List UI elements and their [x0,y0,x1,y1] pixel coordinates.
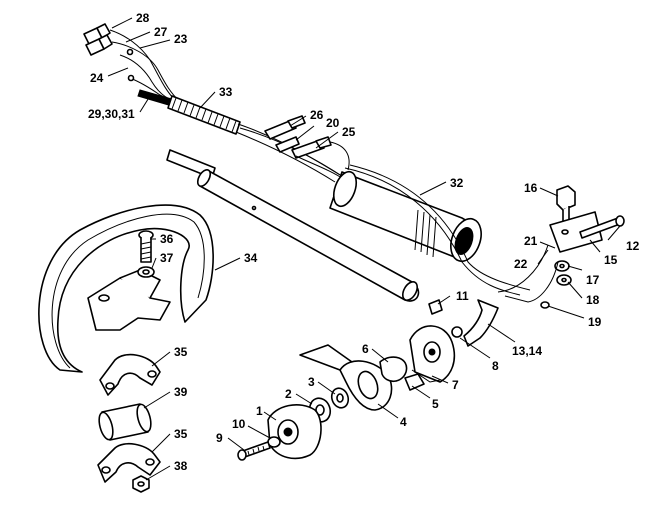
drive-tube-32 [329,164,531,296]
label-35-lower: 35 [174,427,188,441]
spring-5-icon [404,373,425,391]
screw-36-icon [138,230,154,263]
label-3: 3 [308,375,315,389]
nut-38-icon [132,475,150,493]
spring-6-icon [379,356,408,383]
label-6: 6 [362,342,369,356]
label-32: 32 [450,176,464,190]
bracket-15-icon [549,211,603,253]
throttle-trigger-4-icon [299,344,393,411]
label-39: 39 [174,385,188,399]
connector-28-icon [83,23,113,56]
cable-19-icon [497,244,559,309]
label-20: 20 [326,116,340,130]
screw-9-icon [237,441,271,461]
label-18: 18 [586,293,600,307]
label-8: 8 [492,359,499,373]
label-12: 12 [626,239,640,253]
label-2: 2 [285,387,292,401]
label-19: 19 [588,315,602,329]
clamp-35-lower-icon [97,442,161,483]
washer-37-icon [137,266,155,278]
spring-coil-33 [167,95,241,135]
label-15: 15 [604,253,618,267]
part-labels: 28 27 23 24 29,30,31 33 26 20 25 32 16 1… [88,11,640,473]
label-11: 11 [456,289,469,303]
clamp-35-upper-icon [99,353,161,396]
label-21: 21 [524,234,538,248]
label-13-14: 13,14 [512,344,542,358]
loop-handle-34 [38,204,214,373]
label-24: 24 [90,71,104,85]
bracket-13-14-icon [463,299,499,347]
grip-housing-1-icon [267,404,322,460]
washer-18-icon [556,274,572,286]
label-22: 22 [514,257,528,271]
cable-harness [83,23,350,183]
label-37: 37 [160,251,174,265]
label-23: 23 [174,32,188,46]
label-29-30-31: 29,30,31 [88,107,135,121]
sleeve-39-icon [98,403,152,441]
label-33: 33 [219,85,233,99]
label-5: 5 [432,397,439,411]
inner-shaft [166,149,420,302]
label-36: 36 [160,232,174,246]
label-9: 9 [216,431,223,445]
label-1: 1 [256,404,263,418]
label-16: 16 [524,181,538,195]
label-10: 10 [232,417,246,431]
switch-housing-7-icon [409,325,456,383]
label-25: 25 [342,125,356,139]
leader-lines [107,17,621,481]
label-17: 17 [586,273,600,287]
label-7: 7 [452,378,459,392]
nut-8-icon [451,326,463,338]
label-27: 27 [154,25,168,39]
label-38: 38 [174,459,188,473]
label-4: 4 [400,415,407,429]
label-28: 28 [136,11,150,25]
label-35-upper: 35 [174,345,188,359]
label-34: 34 [244,251,258,265]
label-26: 26 [310,108,324,122]
screw-12-icon [579,215,625,239]
washer-3-icon [330,387,350,409]
